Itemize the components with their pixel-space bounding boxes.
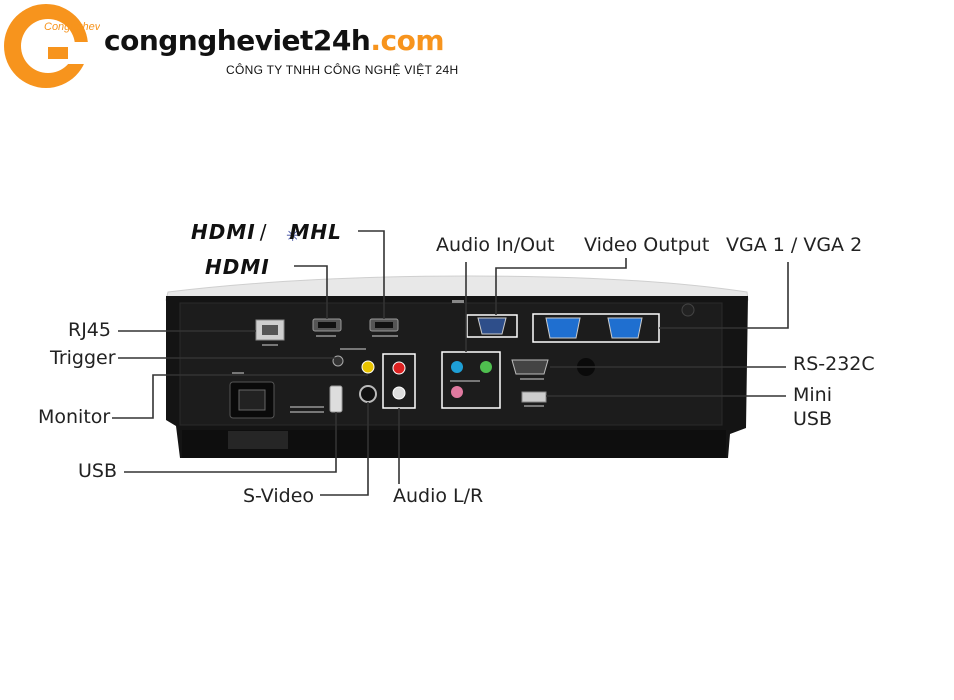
rj45-port-inner	[262, 325, 278, 335]
label-audio-in-out: Audio In/Out	[436, 234, 555, 256]
audio-out-port	[480, 361, 492, 373]
line-monitor	[112, 374, 368, 419]
company-name: CÔNG TY TNHH CÔNG NGHỆ VIỆT 24H	[226, 63, 459, 77]
hdmi-logo-text: HDMI	[191, 220, 256, 244]
mini-usb-port	[521, 391, 547, 403]
label-rs232c: RS-232C	[793, 353, 875, 375]
label-usb: USB	[78, 460, 118, 482]
brand-name-tld: .com	[370, 24, 444, 57]
power-socket-inner	[238, 389, 266, 411]
vga2-port	[607, 317, 643, 339]
foot	[228, 431, 288, 449]
audio-in-out-box	[441, 351, 501, 409]
label-trigger: Trigger	[50, 347, 116, 369]
line-hdmi-mhl	[358, 230, 385, 319]
video-output-port	[477, 317, 507, 335]
label-vga: VGA 1 / VGA 2	[726, 234, 863, 256]
label-mini-usb-2: USB	[793, 408, 833, 430]
label-mini-usb-1: Mini	[793, 384, 832, 406]
callout-lines	[112, 230, 789, 496]
vga1-port	[545, 317, 581, 339]
line-usb	[124, 412, 337, 473]
video-output-box	[466, 314, 518, 338]
lock-slot	[681, 303, 695, 317]
audio-l-port	[392, 386, 406, 400]
mic-port	[451, 386, 463, 398]
audio-in-port	[451, 361, 463, 373]
indicator	[452, 300, 464, 303]
label-monitor: Monitor	[38, 406, 111, 428]
label-video-output: Video Output	[584, 234, 710, 256]
hdmi-port-inner	[375, 322, 393, 328]
label-rj45: RJ45	[68, 319, 111, 341]
hdmi-logo: HDMI	[205, 255, 270, 279]
hdmi-mhl-separator: /	[259, 220, 268, 244]
brand-name: congngheviet24h.com	[104, 24, 444, 57]
mhl-logo-text: MHL	[289, 220, 342, 244]
label-audio-lr: Audio L/R	[393, 485, 484, 507]
brand-name-main: congngheviet24h	[104, 24, 371, 57]
rs232c-port	[511, 359, 549, 375]
projector-body-top	[165, 275, 749, 301]
hdmi-mhl-logo: HDMI/ MHL	[191, 220, 342, 244]
svideo-port	[359, 385, 377, 403]
label-svideo: S-Video	[243, 485, 315, 507]
hdmi-mhl-port-inner	[318, 322, 336, 328]
audio-r-port	[392, 361, 406, 375]
svg-text:✳: ✳	[286, 226, 299, 245]
line-hdmi	[294, 265, 328, 319]
line-svideo	[320, 402, 369, 496]
line-vga	[659, 262, 789, 329]
usb-port	[329, 385, 343, 413]
line-video-output	[495, 258, 627, 315]
brand-logo: Congngheviet24h	[4, 4, 100, 88]
logo-text: Congngheviet24h	[44, 21, 100, 33]
monitor-port	[361, 360, 375, 374]
